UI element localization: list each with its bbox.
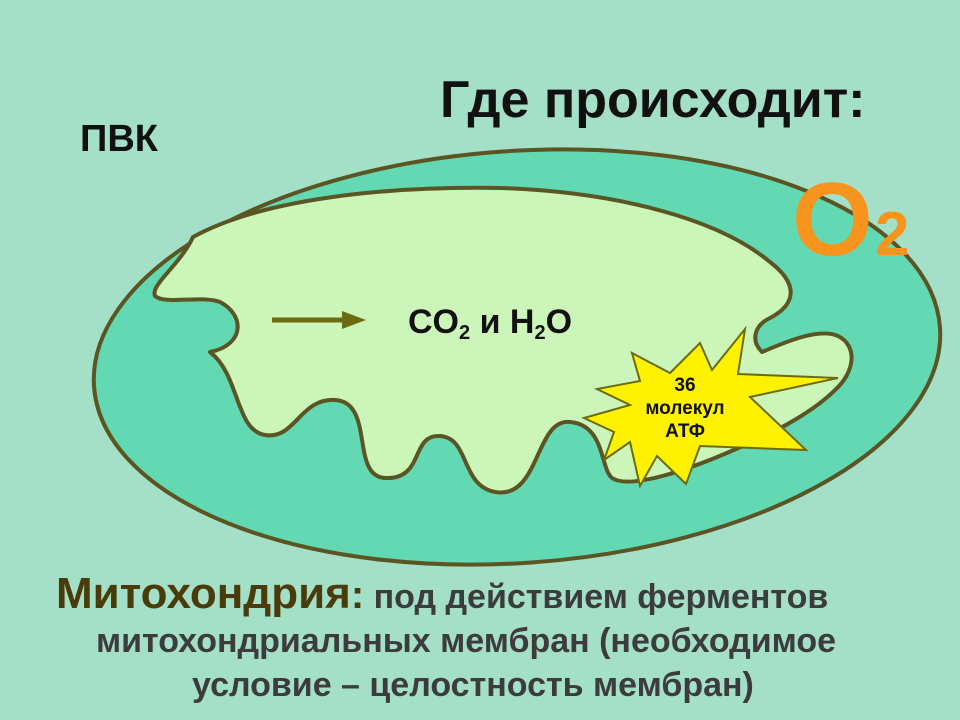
description-line-1: Митохондрия: под действием ферментов xyxy=(56,572,956,619)
atp-label: 36 молекул АТФ xyxy=(640,374,730,443)
substrate-label: ПВК xyxy=(80,118,158,160)
products-connector: и H xyxy=(470,303,535,341)
description-line-2: митохондриальных мембран (необходимое xyxy=(96,622,837,660)
arrow-head xyxy=(342,311,366,329)
co2-prefix: CO xyxy=(408,303,459,341)
h2o-suffix: O xyxy=(545,303,573,341)
oxygen-label: O2 xyxy=(792,168,909,272)
oxygen-subscript: 2 xyxy=(874,200,910,269)
oxygen-symbol: O xyxy=(792,162,873,278)
atp-word: АТФ xyxy=(665,421,705,442)
atp-burst-star xyxy=(581,325,839,489)
description-colon: : xyxy=(350,573,365,617)
page-title: Где происходит: xyxy=(440,71,866,129)
co2-subscript: 2 xyxy=(459,322,471,344)
products-label: CO2 и H2O xyxy=(408,303,572,345)
atp-count: 36 xyxy=(674,375,696,396)
atp-molecules-word: молекул xyxy=(645,398,725,419)
h2o-subscript: 2 xyxy=(534,322,546,344)
description-lead: Митохондрия xyxy=(56,569,351,618)
description: Митохондрия: под действием ферментов мит… xyxy=(56,572,956,707)
description-line-3: условие – целостность мембран) xyxy=(192,666,754,704)
description-line-1-rest: под действием ферментов xyxy=(364,578,829,616)
